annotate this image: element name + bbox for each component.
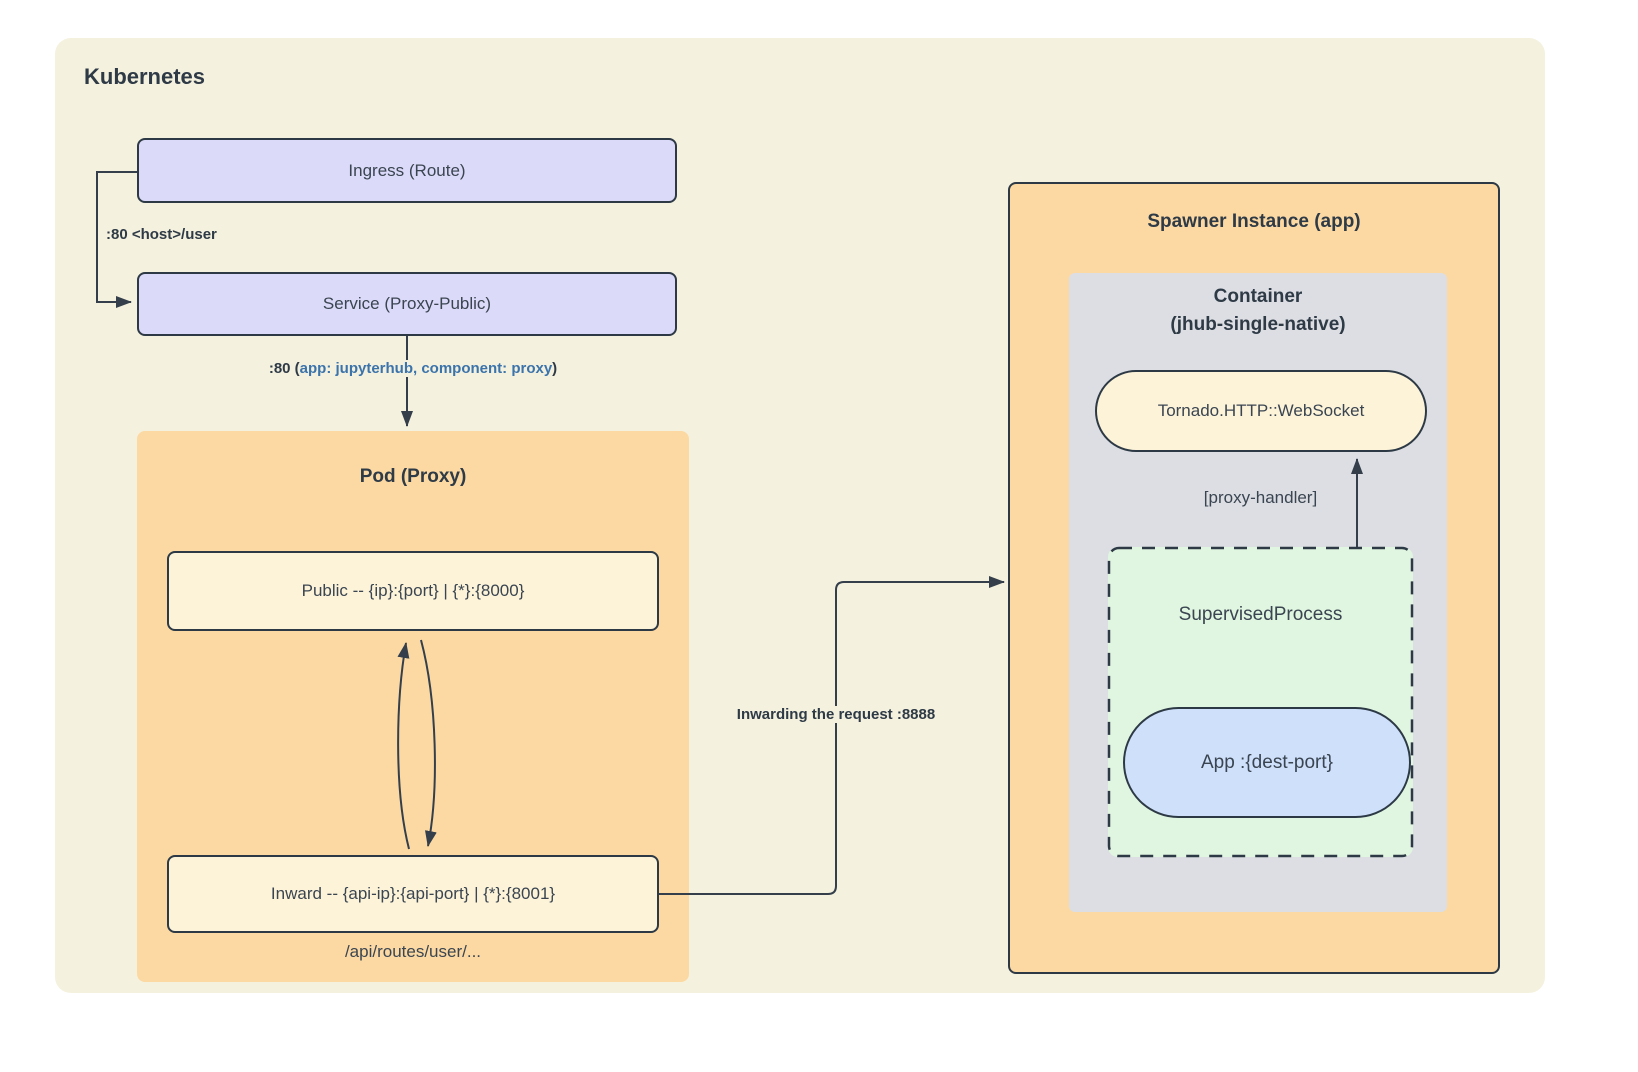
- node-websocket-label: Tornado.HTTP::WebSocket: [1157, 401, 1365, 420]
- routes-note: /api/routes/user/...: [344, 942, 482, 961]
- edge-label-host-user: :80 <host>/user: [103, 226, 220, 243]
- node-app-label: App :{dest-port}: [1200, 751, 1334, 773]
- node-service-label: Service (Proxy-Public): [322, 294, 492, 313]
- node-inward-endpoint-label: Inward -- {api-ip}:{api-port} | {*}:{800…: [270, 884, 556, 903]
- edge-label-selector-prefix: :80 (: [268, 360, 300, 377]
- node-public-endpoint-label: Public -- {ip}:{port} | {*}:{8000}: [301, 581, 525, 600]
- kubernetes-title: Kubernetes: [84, 64, 206, 89]
- container-title-line2: (jhub-single-native): [1170, 314, 1346, 335]
- spawner-instance-title: Spawner Instance (app): [1147, 211, 1361, 232]
- container-title: Container (jhub-single-native): [1069, 283, 1447, 339]
- container-title-line1: Container: [1213, 286, 1303, 307]
- node-ingress: Ingress (Route): [137, 138, 677, 203]
- supervised-process-title: SupervisedProcess: [1178, 604, 1343, 625]
- node-app: App :{dest-port}: [1123, 707, 1411, 818]
- proxy-handler-label: [proxy-handler]: [1203, 488, 1318, 507]
- node-public-endpoint: Public -- {ip}:{port} | {*}:{8000}: [167, 551, 659, 631]
- edge-label-inwarding: Inwarding the request :8888: [733, 706, 939, 723]
- node-websocket: Tornado.HTTP::WebSocket: [1095, 370, 1427, 452]
- node-inward-endpoint: Inward -- {api-ip}:{api-port} | {*}:{800…: [167, 855, 659, 933]
- edge-label-selector-value: app: jupyterhub, component: proxy: [299, 360, 553, 377]
- edge-label-selector-suffix: ): [552, 360, 558, 377]
- edge-label-selector: :80 (app: jupyterhub, component: proxy): [265, 360, 561, 377]
- node-ingress-label: Ingress (Route): [348, 160, 466, 180]
- pod-proxy-title: Pod (Proxy): [359, 466, 467, 487]
- node-service: Service (Proxy-Public): [137, 272, 677, 336]
